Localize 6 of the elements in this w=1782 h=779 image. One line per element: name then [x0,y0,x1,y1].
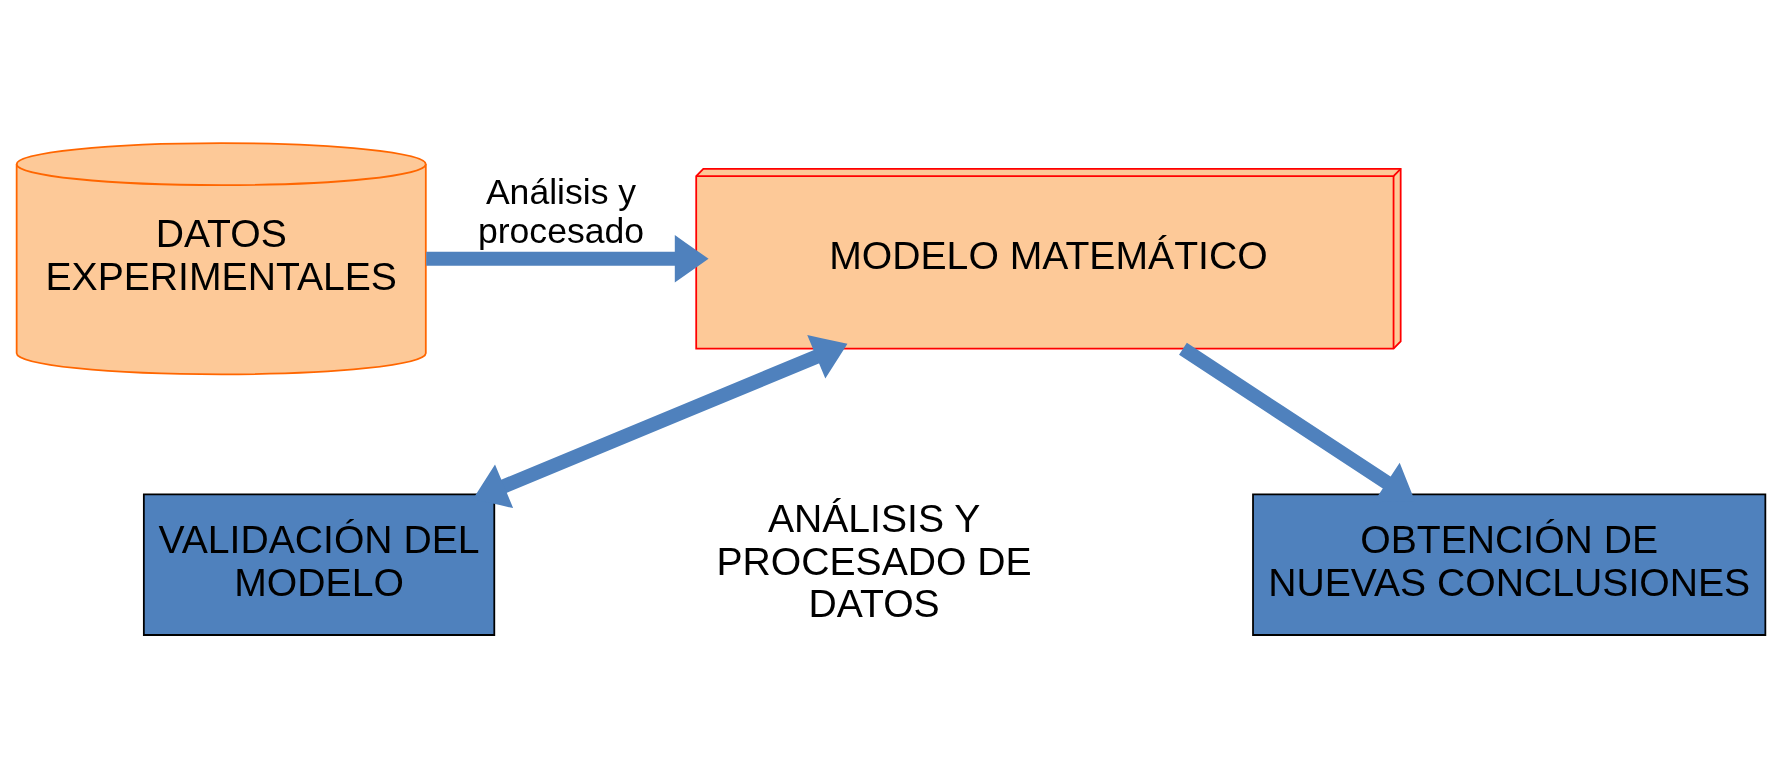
node-box: OBTENCIÓN DE NUEVAS CONCLUSIONES [1252,493,1767,636]
arrow [426,235,709,283]
arrow [472,334,848,509]
edge-label: Análisis y procesado [477,171,645,251]
node-box: VALIDACIÓN DEL MODELO [142,493,496,636]
label: ANÁLISIS Y PROCESADO DE DATOS [716,496,1032,626]
